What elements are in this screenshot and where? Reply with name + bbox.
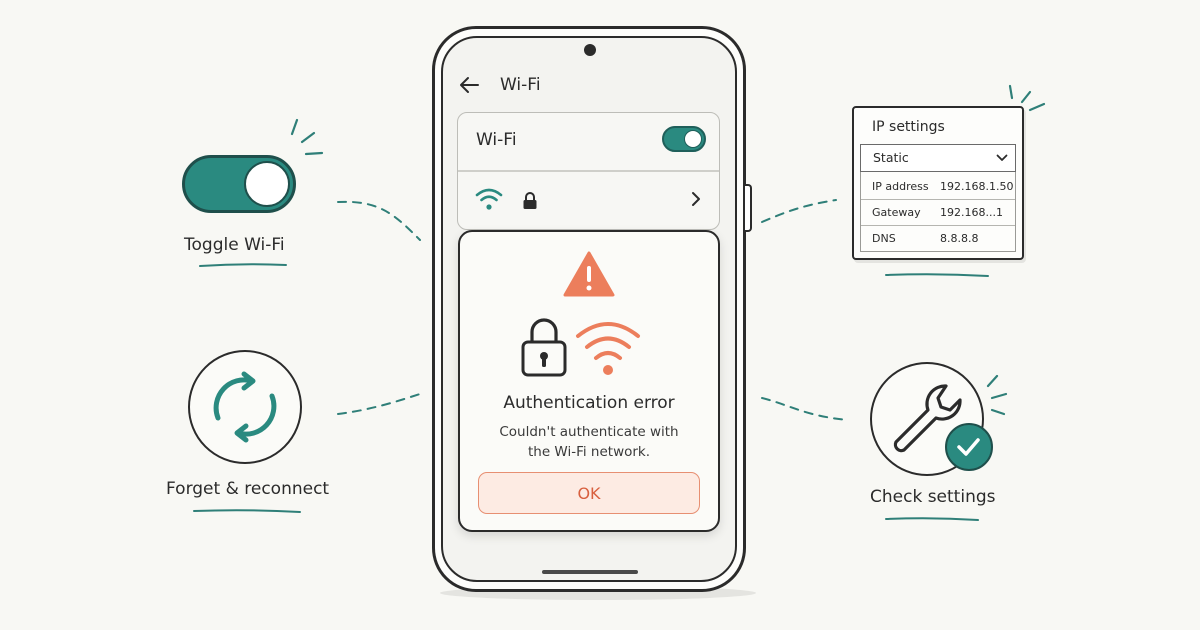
lock-icon (523, 192, 537, 209)
dialog-message: Couldn't authenticate with the Wi-Fi net… (458, 422, 720, 462)
dns-label: DNS (872, 232, 896, 245)
ip-details-table (860, 172, 1016, 252)
check-settings-label: Check settings (870, 487, 996, 507)
dialog-title: Authentication error (503, 393, 675, 413)
divider (458, 170, 719, 172)
underline (885, 273, 989, 277)
ok-button[interactable]: OK (478, 472, 700, 514)
chevron-right-icon[interactable] (690, 190, 702, 208)
wifi-icon (475, 188, 503, 210)
front-camera (584, 44, 596, 56)
row-divider (861, 199, 1015, 200)
row-divider (861, 225, 1015, 226)
gateway-label: Gateway (872, 206, 921, 219)
padlock-icon (521, 318, 567, 377)
underline (199, 263, 287, 267)
ip-mode-value: Static (873, 150, 909, 165)
phone-side-button (745, 184, 752, 232)
toggle-knob (244, 161, 290, 207)
gateway-value: 192.168...1 (940, 206, 1003, 219)
page-title: Wi-Fi (500, 75, 541, 95)
ip-address-value: 192.168.1.50 (940, 180, 1014, 193)
wifi-signal-icon (576, 322, 640, 375)
checkmark-icon (945, 423, 993, 471)
toggle-switch-icon (182, 155, 296, 213)
dialog-message-line-1: Couldn't authenticate with (499, 424, 679, 440)
ip-address-label: IP address (872, 180, 929, 193)
dialog-message-line-2: the Wi-Fi network. (527, 444, 651, 460)
underline (885, 517, 979, 521)
underline (193, 509, 301, 513)
ip-settings-title: IP settings (872, 119, 945, 135)
dns-value: 8.8.8.8 (940, 232, 979, 245)
wifi-toggle[interactable] (662, 126, 706, 152)
warning-icon (563, 251, 615, 297)
ip-settings-panel (852, 106, 1024, 260)
home-indicator (542, 570, 638, 574)
refresh-icon (188, 350, 302, 464)
wifi-row-label: Wi-Fi (476, 130, 517, 150)
ip-mode-select[interactable] (860, 144, 1016, 172)
arrow-left-icon[interactable] (458, 74, 480, 96)
toggle-wifi-label: Toggle Wi-Fi (184, 235, 285, 255)
toggle-knob (684, 130, 702, 148)
forget-reconnect-label: Forget & reconnect (166, 479, 330, 499)
chevron-down-icon (996, 154, 1008, 161)
